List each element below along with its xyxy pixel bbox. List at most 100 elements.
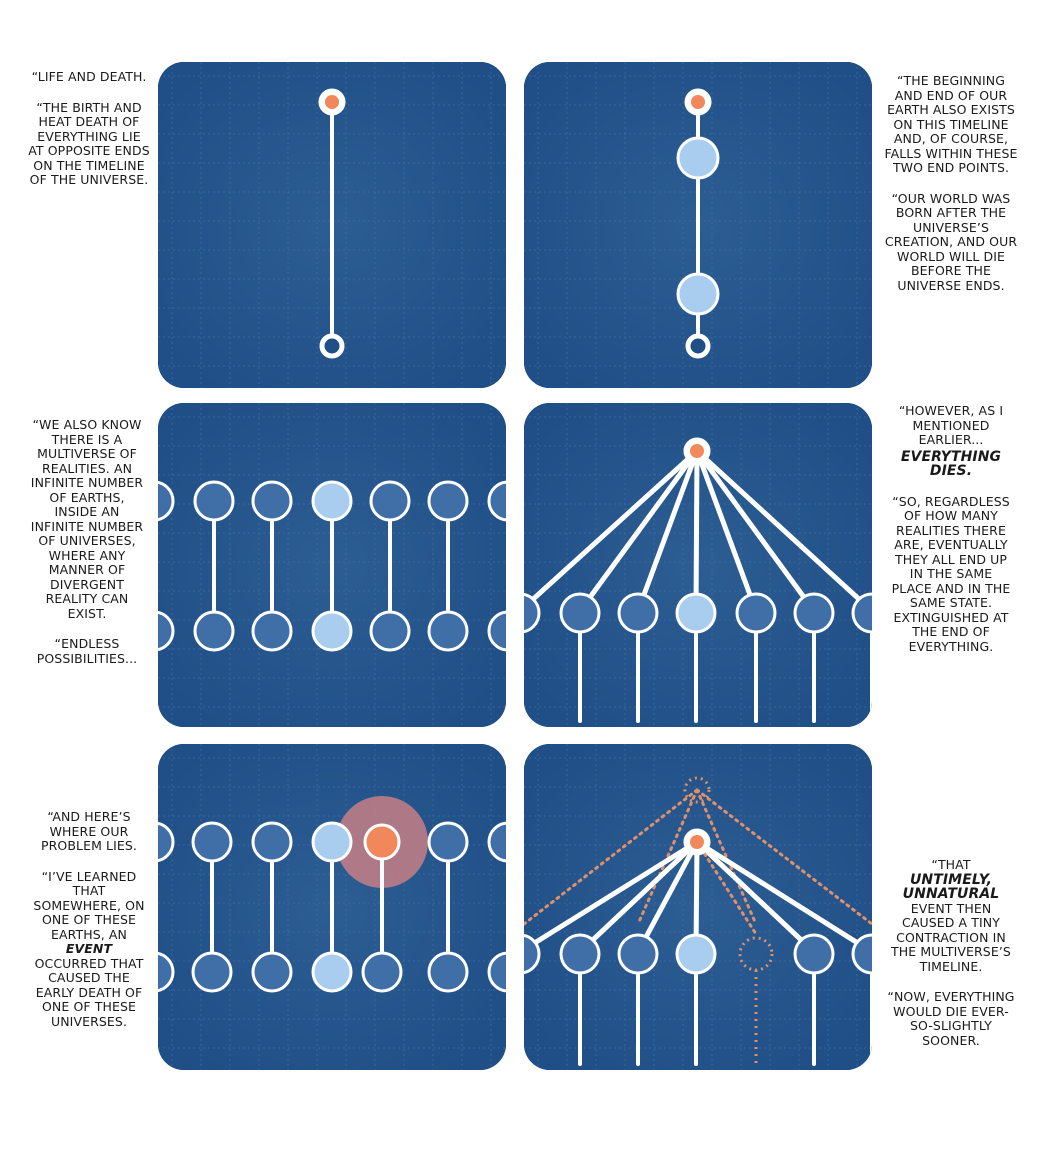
- reality-start-node: [193, 480, 235, 522]
- reality-start-node: [369, 480, 411, 522]
- reality-end-node: [158, 610, 175, 652]
- caption-panel-2: “THE BEGINNING AND END OF OUR EARTH ALSO…: [882, 73, 1020, 309]
- reality-node: [793, 933, 835, 975]
- reality-end-node: [191, 951, 233, 993]
- converging-line: [694, 448, 817, 614]
- panel-universe-timeline: [158, 62, 506, 388]
- converging-line: [693, 448, 700, 614]
- converging-line: [694, 839, 872, 955]
- converging-line: [524, 448, 700, 611]
- reality-end-node: [251, 610, 293, 652]
- caption-panel-4: “HOWEVER, AS I MENTIONED EARLIER... EVER…: [884, 403, 1018, 670]
- reality-end-node: [251, 951, 293, 993]
- caption-line: “AND HERE’S WHERE OUR PROBLEM LIES.: [40, 809, 137, 853]
- converging-line: [694, 839, 817, 955]
- reality-start-node: [251, 480, 293, 522]
- reality-end-node: [311, 610, 353, 652]
- reality-node: [524, 933, 541, 975]
- caption-panel-3: “WE ALSO KNOW THERE IS A MULTIVERSE OF R…: [26, 417, 148, 682]
- contraction-diagram: [524, 744, 872, 1070]
- universe-timeline-diagram: [158, 62, 506, 388]
- caption-line: “THE BIRTH AND HEAT DEATH OF EVERYTHING …: [28, 99, 150, 187]
- reality-node: [851, 933, 872, 975]
- event-node: [363, 823, 401, 861]
- ghost-line: [636, 788, 699, 926]
- reality-node: [559, 933, 601, 975]
- caption-line: “NOW, EVERYTHING WOULD DIE EVER-SO-SLIGH…: [887, 989, 1015, 1048]
- reality-end-node: [427, 951, 469, 993]
- reality-node: [675, 592, 717, 634]
- caption-emphasis: EVERYTHING DIES.: [900, 448, 1002, 479]
- reality-node: [617, 592, 659, 634]
- reality-node: [735, 592, 777, 634]
- converging-line: [635, 448, 700, 614]
- reality-end-node: [311, 951, 353, 993]
- reality-start-node: [311, 480, 353, 522]
- reality-start-node: [191, 821, 233, 863]
- panel-earth-timeline: [524, 62, 872, 388]
- caption-text: “I’VE LEARNED THAT SOMEWHERE, ON ONE OF …: [33, 868, 145, 942]
- birth-point: [691, 95, 705, 109]
- reality-start-node: [158, 821, 175, 863]
- ghost-line: [524, 788, 699, 926]
- caption-panel-1: “LIFE AND DEATH. “THE BIRTH AND HEAT DEA…: [28, 69, 150, 204]
- caption-text: EVENT THEN CAUSED A TINY CONTRACTION IN …: [891, 900, 1011, 974]
- convergence-diagram: [524, 403, 872, 727]
- end-node: [319, 333, 345, 359]
- converging-line: [577, 839, 700, 955]
- caption-text: “THAT: [931, 857, 971, 872]
- reality-start-node: [487, 480, 506, 522]
- reality-end-node: [193, 610, 235, 652]
- reality-node: [524, 592, 541, 634]
- converging-line: [694, 448, 759, 614]
- reality-node: [559, 592, 601, 634]
- reality-node: [617, 933, 659, 975]
- earth-death-node: [676, 272, 720, 316]
- panel-multiverse: [158, 403, 506, 727]
- caption-panel-5: “AND HERE’S WHERE OUR PROBLEM LIES. “I’V…: [30, 809, 148, 1045]
- earth-timeline-diagram: [524, 62, 872, 388]
- reality-start-node: [311, 821, 353, 863]
- reality-start-node: [487, 821, 506, 863]
- caption-line: “SO, REGARDLESS OF HOW MANY REALITIES TH…: [891, 493, 1011, 654]
- panel-event: [158, 744, 506, 1070]
- earth-birth-node: [676, 136, 720, 180]
- converging-line: [635, 839, 700, 955]
- caption-emphasis: EVENT: [65, 941, 113, 956]
- caption-line: “THE BEGINNING AND END OF OUR EARTH ALSO…: [884, 73, 1018, 175]
- converging-line: [524, 839, 700, 953]
- reality-end-node: [361, 951, 403, 993]
- event-diagram: [158, 744, 506, 1070]
- reality-start-node: [427, 821, 469, 863]
- birth-point: [325, 95, 339, 109]
- caption-line: “HOWEVER, AS I MENTIONED EARLIER...: [898, 403, 1004, 447]
- panel-everything-dies: [524, 403, 872, 727]
- caption-line: “OUR WORLD WAS BORN AFTER THE UNIVERSE’S…: [884, 190, 1018, 293]
- ghost-line: [695, 788, 758, 926]
- ghost-line: [695, 840, 758, 936]
- ghost-origin-node: [683, 776, 711, 804]
- reality-end-node: [369, 610, 411, 652]
- reality-end-node: [158, 951, 175, 993]
- reality-end-node: [487, 610, 506, 652]
- ghost-line: [695, 788, 872, 926]
- converging-line: [577, 448, 700, 614]
- reality-start-node: [251, 821, 293, 863]
- reality-start-node: [158, 480, 175, 522]
- caption-line: “WE ALSO KNOW THERE IS A MULTIVERSE OF R…: [30, 417, 144, 621]
- reality-start-node: [427, 480, 469, 522]
- converging-line: [694, 448, 872, 614]
- caption-line: “ENDLESS POSSIBILITIES...: [36, 636, 138, 666]
- panel-contraction: [524, 744, 872, 1070]
- reality-node: [675, 933, 717, 975]
- end-node: [685, 333, 711, 359]
- caption-text: OCCURRED THAT CAUSED THE EARLY DEATH OF …: [34, 955, 144, 1029]
- origin-point: [690, 444, 704, 458]
- origin-point: [690, 835, 704, 849]
- caption-emphasis: UNTIMELY, UNNATURAL: [902, 871, 1000, 902]
- reality-end-node: [427, 610, 469, 652]
- caption-line: “LIFE AND DEATH.: [31, 69, 147, 84]
- reality-node: [793, 592, 835, 634]
